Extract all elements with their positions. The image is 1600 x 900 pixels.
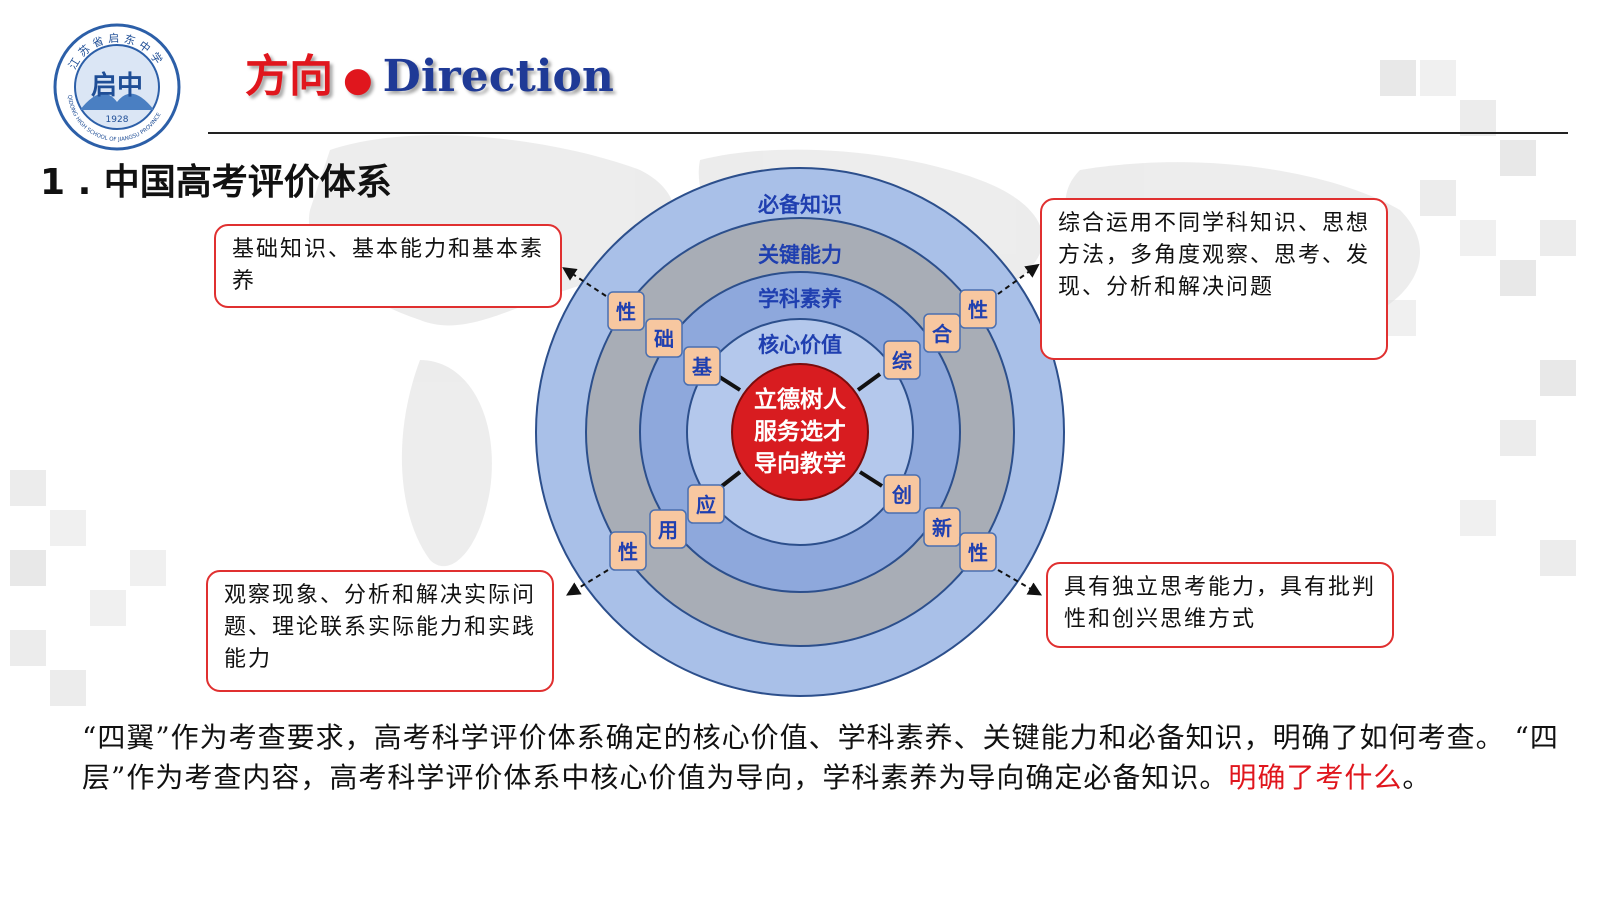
core-text-line-1: 立德树人 — [754, 386, 847, 413]
spoke-tile-label: 性 — [968, 541, 988, 565]
logo-center-text: 启中 — [91, 70, 143, 101]
spoke-tile-label: 综 — [892, 349, 912, 373]
spoke-tile-label: 础 — [654, 327, 674, 351]
header-divider — [208, 132, 1568, 134]
spoke-tile-up-right-1: 综 — [883, 340, 921, 380]
header-title-dot: ● — [343, 60, 373, 100]
spoke-tile-down-left-3: 性 — [609, 531, 647, 571]
spoke-connector-down-left — [720, 470, 742, 488]
spoke-tile-down-right-3: 性 — [959, 532, 997, 572]
core-text-line-3: 导向教学 — [754, 450, 846, 477]
spoke-connector-up-left — [716, 374, 742, 392]
bottom-summary-end: 。 — [1402, 761, 1432, 794]
spoke-tile-label: 应 — [696, 493, 716, 517]
bottom-summary: “四翼”作为考查要求，高考科学评价体系确定的核心价值、学科素养、关键能力和必备知… — [82, 718, 1582, 798]
bottom-summary-main: “四翼”作为考查要求，高考科学评价体系确定的核心价值、学科素养、关键能力和必备知… — [82, 721, 1505, 754]
callout-applied: 观察现象、分析和解决实际问题、理论联系实际能力和实践能力 — [206, 570, 554, 692]
arrow-down-left — [566, 569, 609, 596]
spoke-tile-label: 用 — [658, 518, 678, 542]
callout-innovative: 具有独立思考能力，具有批判性和创兴思维方式 — [1046, 562, 1394, 648]
bottom-summary-part1: “四层”作为考查内容，高考科学评价体系中核心价值为导向，学科素养为导向确定必备知… — [82, 721, 1559, 794]
page-header-title: 方向●Direction — [245, 40, 614, 104]
header-title-cn: 方向 — [245, 51, 333, 102]
spoke-tile-label: 性 — [618, 540, 638, 564]
arrow-up-left — [562, 267, 607, 297]
spoke-tile-down-left-2: 用 — [649, 509, 687, 549]
ring-label-3: 学科素养 — [758, 286, 842, 311]
header-title-en: Direction — [382, 51, 614, 102]
logo-year: 1928 — [106, 115, 129, 125]
core-circle — [731, 363, 869, 501]
spoke-tile-up-left-1: 基 — [683, 346, 721, 386]
bottom-summary-emphasis: 明确了考什么 — [1228, 761, 1403, 794]
spoke-tile-label: 新 — [932, 516, 952, 540]
spoke-tile-up-right-3: 性 — [959, 289, 997, 329]
callout-comprehensive: 综合运用不同学科知识、思想方法，多角度观察、思考、发现、分析和解决问题 — [1040, 198, 1388, 360]
spoke-tile-up-right-2: 合 — [923, 313, 961, 353]
spoke-tile-label: 创 — [891, 483, 912, 507]
spoke-tile-label: 基 — [692, 355, 713, 379]
ring-label-1: 必备知识 — [758, 192, 842, 217]
section-title: 1 . 中国高考评价体系 — [40, 162, 392, 203]
spoke-tile-label: 性 — [616, 300, 636, 324]
core-text-line-2: 服务选才 — [754, 418, 846, 445]
spoke-tile-down-right-1: 创 — [883, 474, 921, 514]
ring-label-4: 核心价值 — [758, 332, 842, 357]
spoke-tile-down-right-2: 新 — [923, 507, 961, 547]
spoke-connector-down-right — [858, 470, 884, 488]
spoke-connector-up-right — [856, 372, 882, 392]
arrow-up-right — [997, 263, 1040, 295]
spoke-tile-label: 性 — [968, 298, 988, 322]
callout-foundational: 基础知识、基本能力和基本素养 — [214, 224, 562, 308]
ring-label-2: 关键能力 — [758, 242, 842, 267]
spoke-tile-up-left-2: 础 — [645, 318, 683, 358]
school-logo: 启中 1928 江苏省启东中学 QIDONG HIGH SCHOOL OF JI… — [53, 23, 181, 151]
spoke-tile-up-left-3: 性 — [607, 291, 645, 331]
spoke-tile-down-left-1: 应 — [687, 484, 725, 524]
spoke-tile-label: 合 — [932, 322, 953, 346]
arrow-down-right — [997, 569, 1043, 596]
